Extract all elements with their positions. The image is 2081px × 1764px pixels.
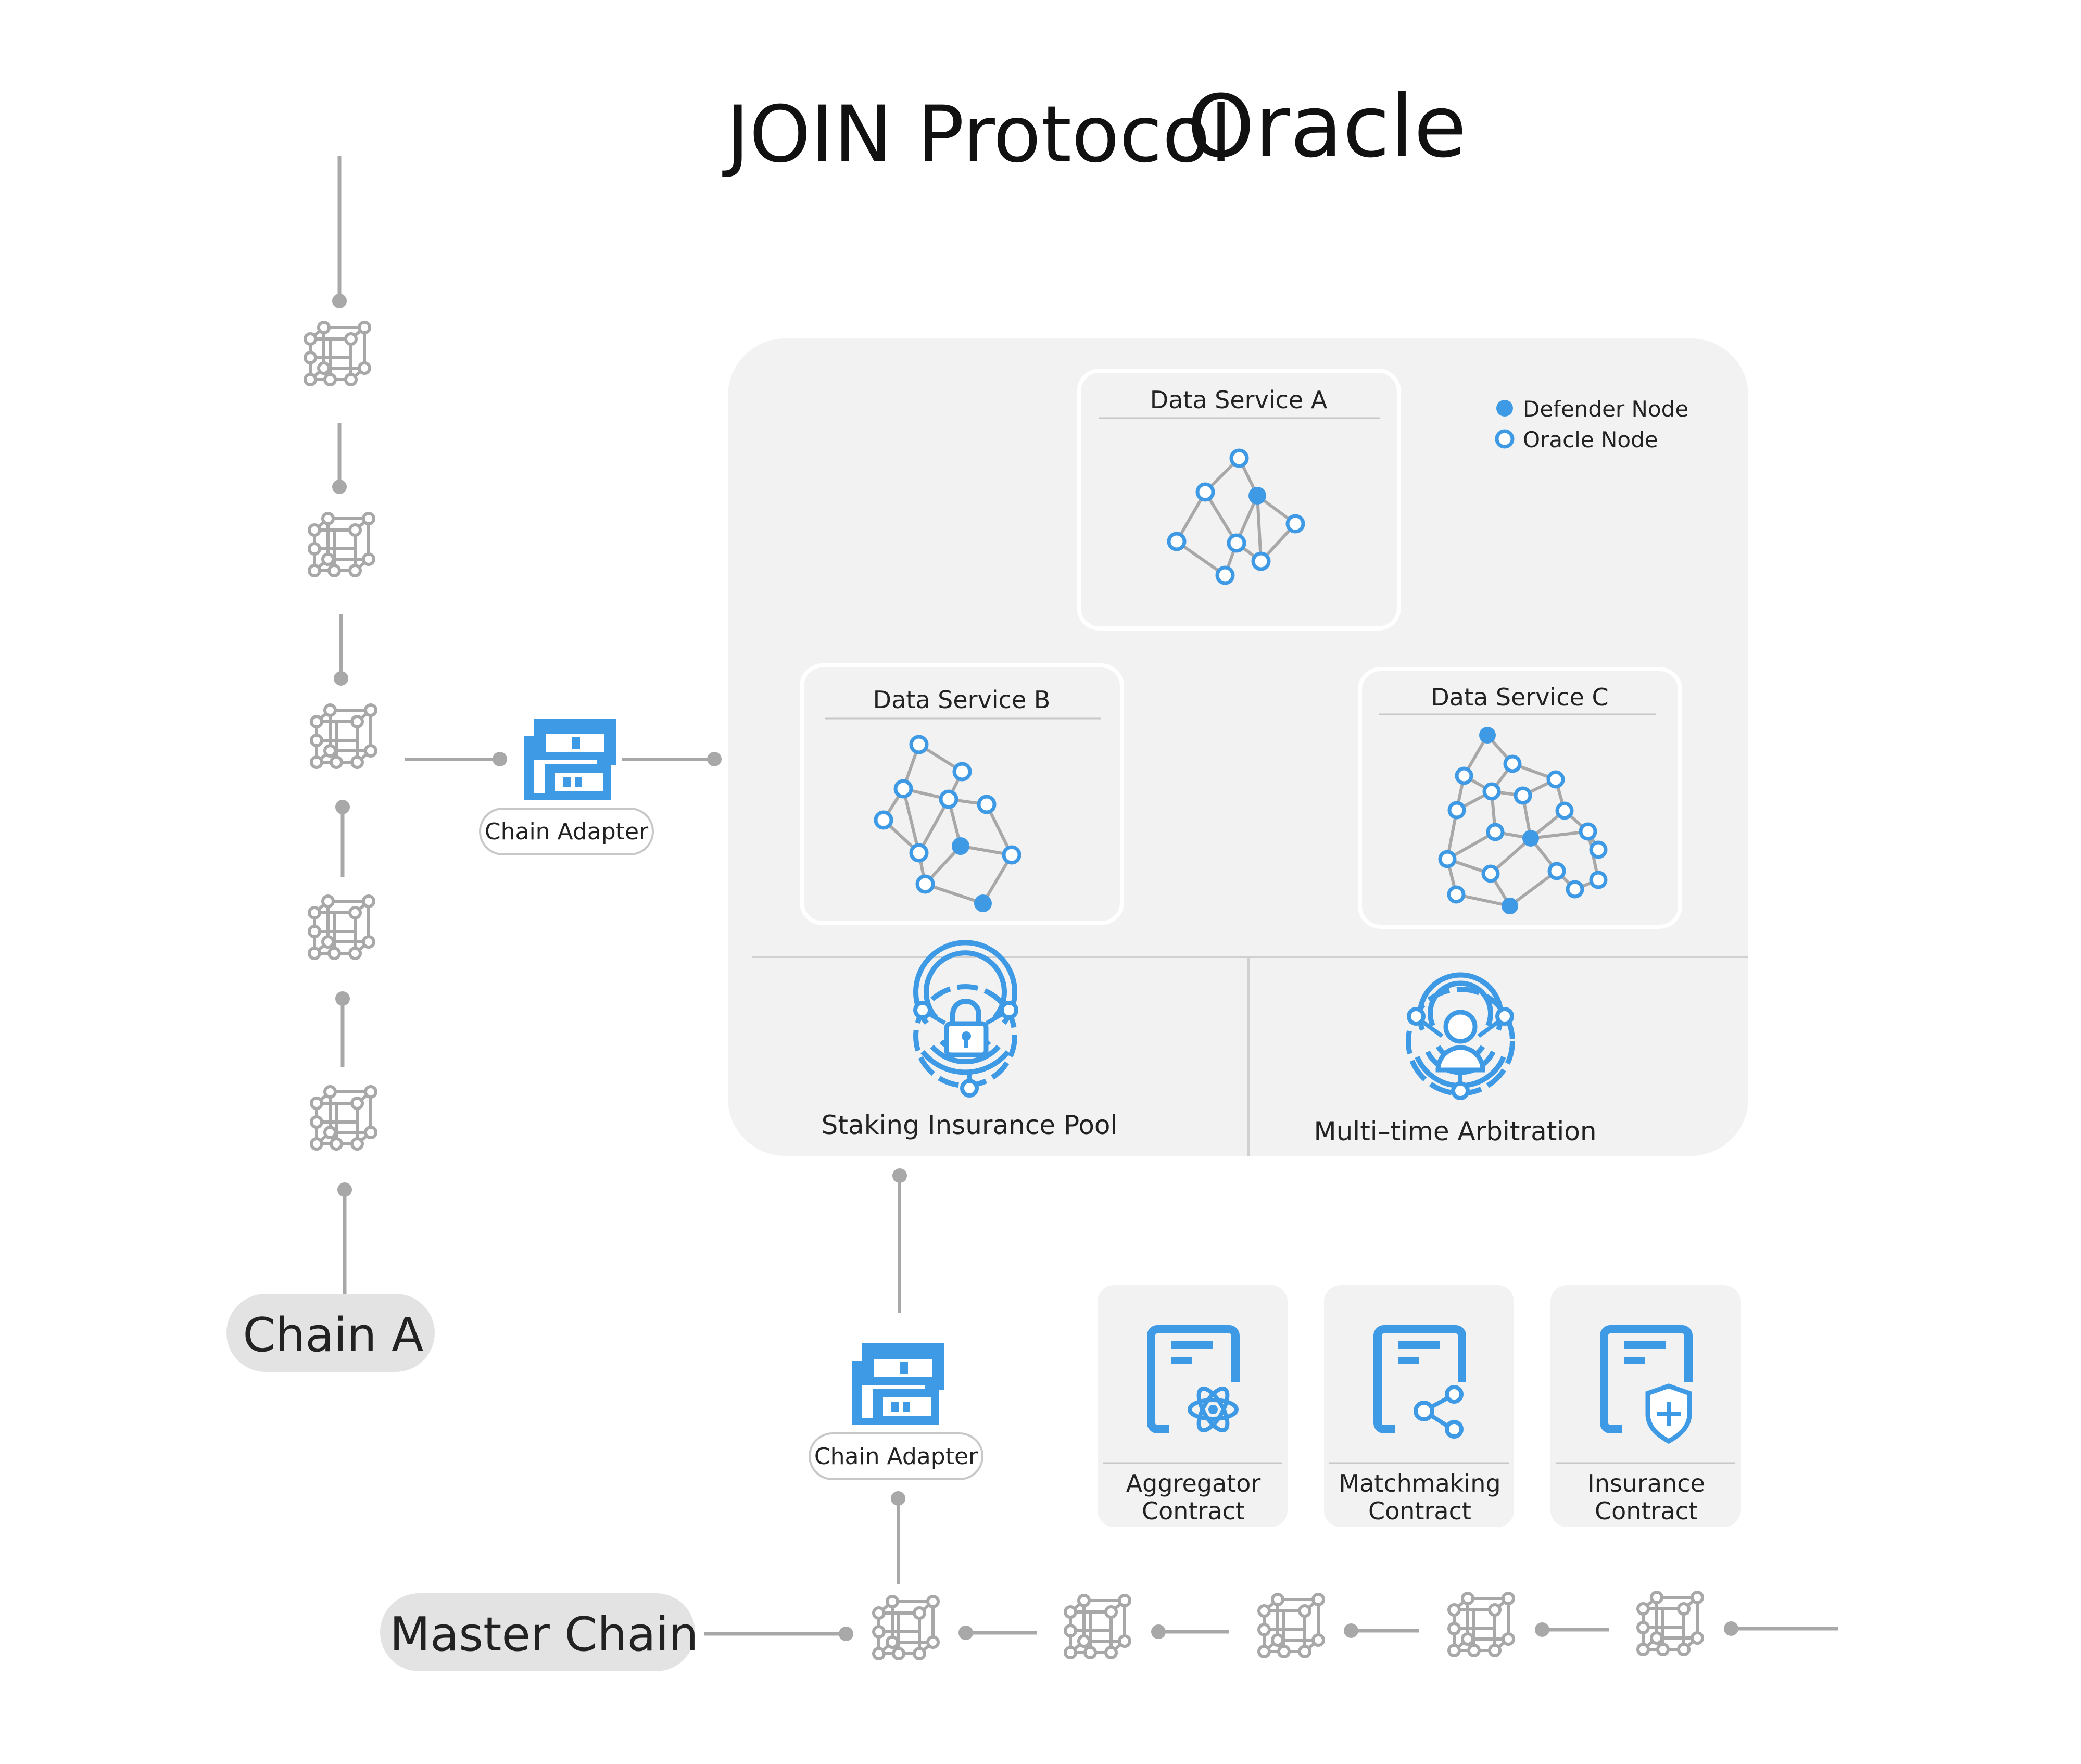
arbitration-user-icon bbox=[1406, 972, 1515, 1100]
data-service-a-title: Data Service A bbox=[1150, 386, 1328, 414]
oracle-panel bbox=[728, 338, 1748, 1156]
defender-node-legend-icon bbox=[1496, 400, 1513, 417]
chain-a-block-3-icon bbox=[311, 705, 376, 767]
master-chain-label: Master Chain bbox=[389, 1607, 698, 1662]
master-chain-block-3-icon bbox=[1259, 1594, 1323, 1657]
chain-a-block-5-icon bbox=[311, 1087, 376, 1149]
chain-adapter-side-badge bbox=[479, 808, 654, 855]
master-adapter-connector bbox=[891, 1168, 907, 1584]
master-chain-block-1-icon bbox=[874, 1596, 938, 1659]
master-chain bbox=[704, 1592, 1838, 1659]
master-chain-block-4-icon bbox=[1449, 1593, 1514, 1656]
data-service-b: Data Service B bbox=[800, 663, 1124, 925]
master-chain-badge bbox=[380, 1593, 695, 1671]
chain-adapter-master-icon bbox=[850, 1343, 939, 1425]
title-part-2: Oracle bbox=[1187, 77, 1467, 177]
matchmaking-contract-line-1: Matchmaking bbox=[1339, 1469, 1500, 1497]
data-service-c: Data Service C bbox=[1358, 667, 1682, 929]
aggregator-contract-line-2: Contract bbox=[1142, 1497, 1245, 1525]
chain-a-block-2-icon bbox=[309, 513, 374, 576]
chain-adapter-master-label: Chain Adapter bbox=[814, 1443, 978, 1470]
insurance-contract-card: Insurance Contract bbox=[1550, 1285, 1741, 1527]
legend-defender-label: Defender Node bbox=[1523, 396, 1688, 422]
title-part-1: JOIN Protocol bbox=[722, 90, 1232, 180]
chain-a bbox=[305, 156, 376, 1294]
chain-adapter-side-icon bbox=[522, 719, 611, 800]
data-service-c-title: Data Service C bbox=[1431, 683, 1608, 711]
share-document-icon bbox=[1373, 1325, 1466, 1439]
legend-oracle-label: Oracle Node bbox=[1523, 427, 1658, 452]
atom-document-icon bbox=[1147, 1325, 1240, 1433]
master-chain-block-2-icon bbox=[1065, 1595, 1130, 1658]
staking-lock-icon bbox=[913, 940, 1018, 1098]
multi-time-arbitration-label: Multi–time Arbitration bbox=[1314, 1116, 1596, 1146]
data-service-b-title: Data Service B bbox=[873, 686, 1051, 714]
aggregator-contract-line-1: Aggregator bbox=[1126, 1469, 1261, 1497]
chain-adapter-master-badge bbox=[809, 1432, 983, 1480]
side-adapter-connector bbox=[405, 752, 722, 766]
insurance-contract-line-1: Insurance bbox=[1587, 1469, 1705, 1497]
chain-a-block-4-icon bbox=[309, 896, 374, 959]
insurance-contract-line-2: Contract bbox=[1595, 1497, 1698, 1525]
chain-a-label: Chain A bbox=[243, 1308, 423, 1363]
aggregator-contract-card: Aggregator Contract bbox=[1098, 1285, 1288, 1527]
matchmaking-contract-line-2: Contract bbox=[1368, 1497, 1471, 1525]
master-chain-block-5-icon bbox=[1638, 1592, 1702, 1655]
chain-a-block-1-icon bbox=[305, 322, 370, 385]
chain-adapter-side-label: Chain Adapter bbox=[485, 818, 649, 845]
chain-a-badge bbox=[226, 1294, 435, 1372]
data-service-a: Data Service A bbox=[1077, 369, 1401, 631]
matchmaking-contract-card: Matchmaking Contract bbox=[1324, 1285, 1514, 1527]
shield-document-icon bbox=[1600, 1325, 1693, 1444]
staking-insurance-pool-label: Staking Insurance Pool bbox=[822, 1110, 1118, 1140]
oracle-node-legend-icon bbox=[1495, 429, 1515, 449]
legend: Defender Node Oracle Node bbox=[1495, 396, 1688, 452]
